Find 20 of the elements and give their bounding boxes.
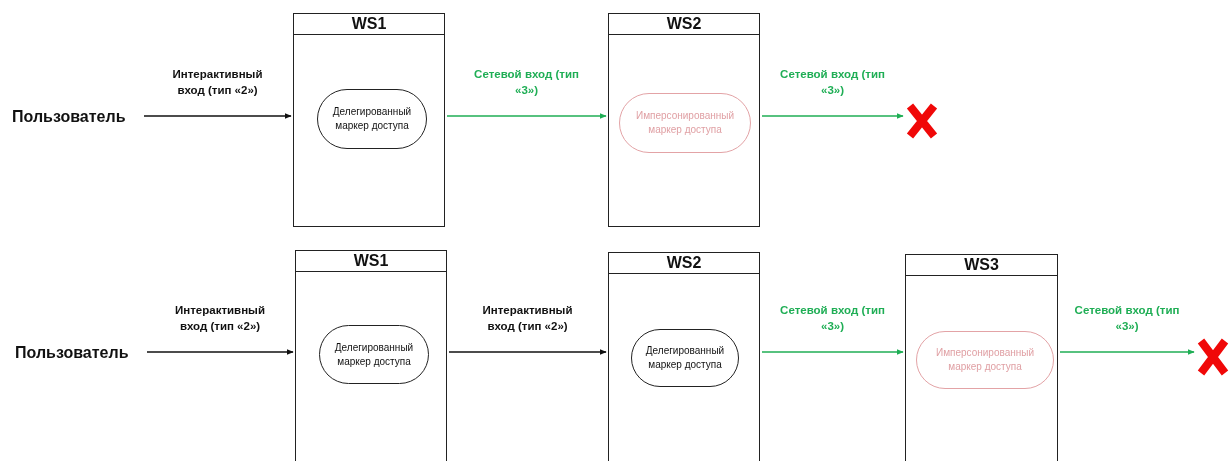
arrow bbox=[761, 349, 904, 355]
workstation-title: WS1 bbox=[296, 251, 446, 272]
user-label: Пользователь bbox=[12, 108, 142, 128]
arrow bbox=[448, 349, 607, 355]
user-label: Пользователь bbox=[15, 344, 145, 364]
access-token-pill: Делегированный маркер доступа bbox=[317, 89, 427, 149]
arrow bbox=[761, 113, 904, 119]
workstation-title: WS2 bbox=[609, 253, 759, 274]
workstation-title: WS3 bbox=[906, 255, 1057, 276]
workstation-box bbox=[293, 13, 445, 227]
workstation-box bbox=[905, 254, 1058, 461]
workstation-box bbox=[608, 13, 760, 227]
arrow bbox=[446, 113, 607, 119]
arrow bbox=[146, 349, 294, 355]
arrow bbox=[143, 113, 292, 119]
arrow bbox=[1059, 349, 1195, 355]
workstation-box bbox=[295, 250, 447, 461]
workstation-title: WS1 bbox=[294, 14, 444, 35]
workstation-box bbox=[608, 252, 760, 461]
workstation-title: WS2 bbox=[609, 14, 759, 35]
